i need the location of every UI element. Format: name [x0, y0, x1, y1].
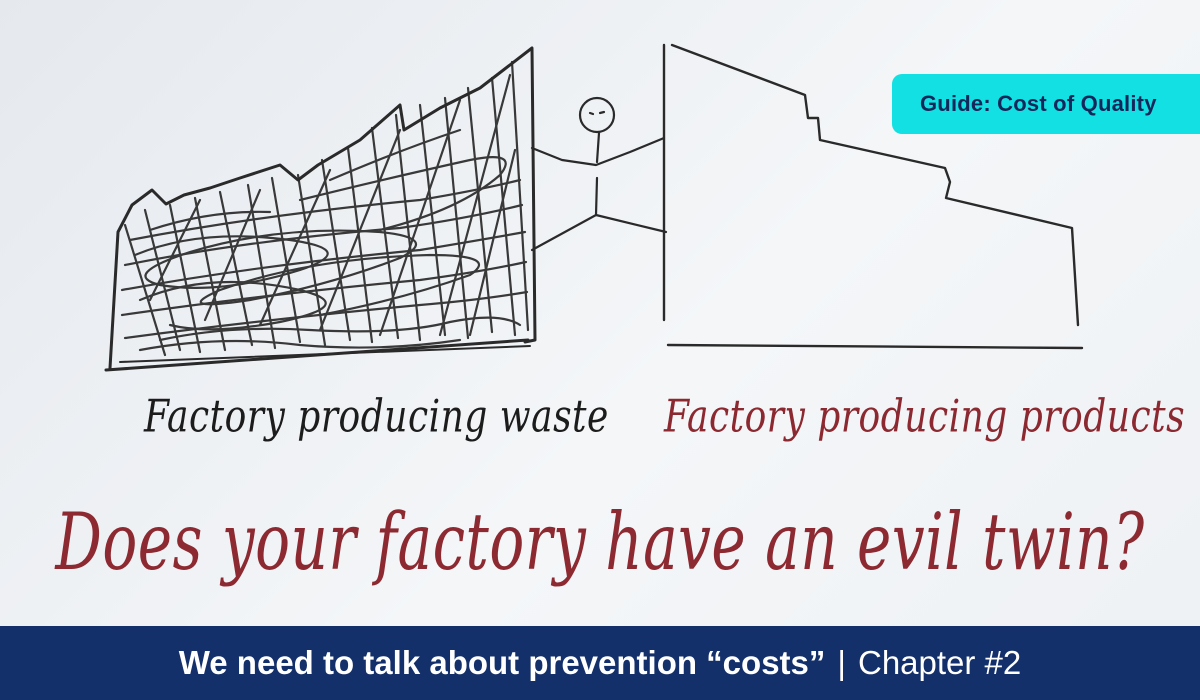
stick-figure-icon	[530, 96, 668, 252]
footer-main-text: We need to talk about prevention “costs”	[178, 644, 826, 681]
product-factory-caption: Factory producing products	[664, 391, 1186, 443]
footer-bar: We need to talk about prevention “costs”…	[0, 626, 1200, 700]
waste-factory-caption: Factory producing waste	[144, 391, 609, 443]
headline: Does your factory have an evil twin?	[55, 496, 1145, 589]
illustration	[104, 43, 1084, 372]
guide-badge[interactable]: Guide: Cost of Quality	[892, 74, 1200, 134]
clean-factory-icon	[662, 43, 1084, 350]
scribbled-factory-icon	[104, 46, 537, 372]
guide-badge-label: Guide: Cost of Quality	[920, 91, 1157, 116]
footer-separator: |	[837, 644, 846, 681]
footer-chapter-text: Chapter #2	[857, 644, 1022, 681]
